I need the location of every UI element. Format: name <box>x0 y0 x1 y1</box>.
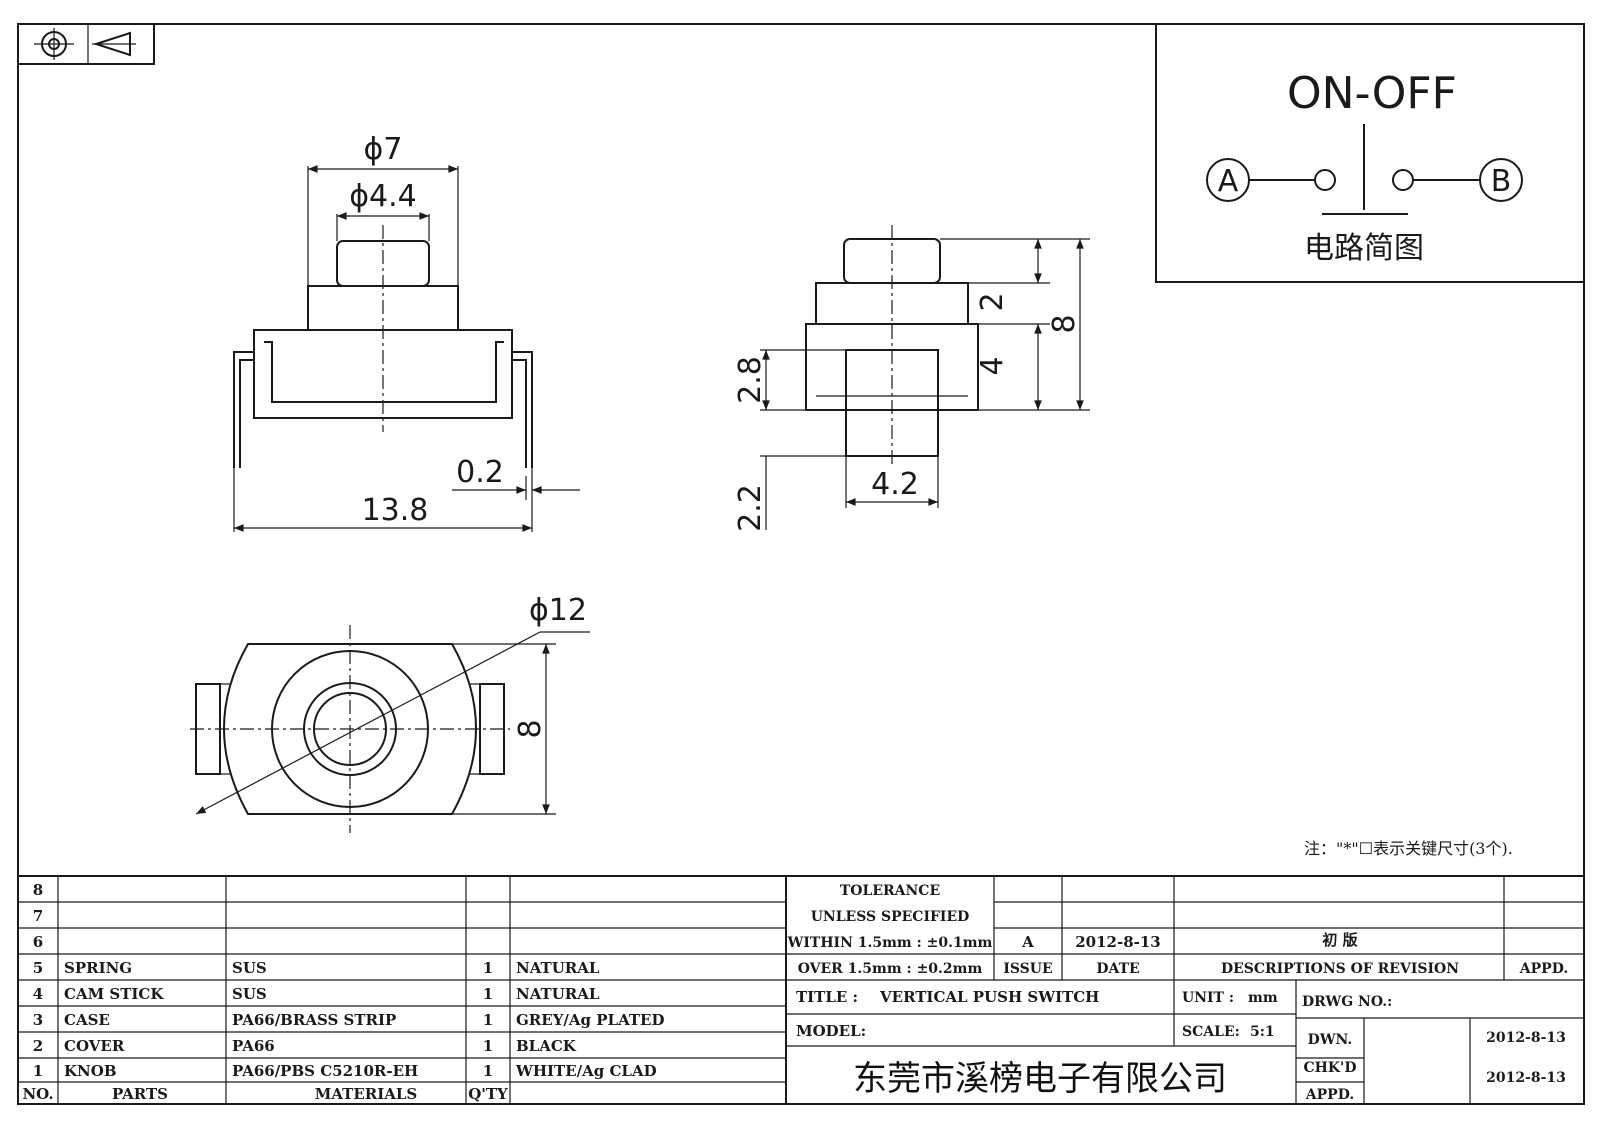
dim-pin-thickness: 0.2 <box>456 455 504 490</box>
revision-issue: A <box>1021 933 1034 951</box>
row-qty: 1 <box>483 1037 493 1055</box>
header-materials: MATERIALS <box>315 1085 418 1103</box>
row-no: 7 <box>33 907 43 925</box>
drwg-label: DRWG NO.: <box>1302 994 1392 1010</box>
unit-value: mm <box>1248 990 1278 1006</box>
scale-value: 5:1 <box>1250 1024 1275 1040</box>
header-qty: Q'TY <box>468 1085 508 1103</box>
tolerance-block: TOLERANCE UNLESS SPECIFIED WITHIN 1.5mm … <box>787 883 993 977</box>
terminal-b-circle <box>1479 158 1523 202</box>
dim-total: 8 <box>1047 314 1082 333</box>
row-finish: WHITE/Ag CLAD <box>515 1062 657 1080</box>
terminal-b-label: B <box>1491 164 1512 199</box>
unit-label: UNIT : <box>1182 990 1234 1006</box>
row-material: SUS <box>232 985 267 1003</box>
row-finish: BLACK <box>516 1037 577 1055</box>
header-appd: APPD. <box>1519 961 1568 977</box>
header-issue: ISSUE <box>1003 961 1052 977</box>
dim-outer-dia: ϕ7 <box>364 132 403 167</box>
header-parts: PARTS <box>112 1085 168 1103</box>
dim-inner-dia: ϕ4.4 <box>349 179 417 214</box>
tolerance-line1: TOLERANCE <box>840 883 940 899</box>
revision-description: 初 版 <box>1322 931 1357 949</box>
row-part: SPRING <box>64 959 132 977</box>
row-finish: NATURAL <box>516 985 600 1003</box>
circuit-schematic: ON-OFF A B 电路简图 <box>1155 23 1585 283</box>
dim-stem: 2.8 <box>733 356 768 404</box>
row-no: 6 <box>33 933 43 951</box>
row-no: 5 <box>33 959 43 977</box>
row-qty: 1 <box>483 959 493 977</box>
sheet-border <box>17 23 1585 1105</box>
terminal-a-label: A <box>1218 164 1239 199</box>
dwn-label: DWN. <box>1308 1032 1353 1048</box>
tolerance-line4: OVER 1.5mm : ±0.2mm <box>798 961 983 977</box>
schematic-caption: 电路简图 <box>1304 231 1424 266</box>
row-material: SUS <box>232 959 267 977</box>
row-material: PA66/PBS C5210R-EH <box>232 1062 418 1080</box>
parts-table: 8 7 6 5 SPRING SUS 1 NATURAL 4 CAM STICK… <box>22 881 664 1103</box>
row-no: 4 <box>33 985 43 1003</box>
model-label: MODEL: <box>796 1022 866 1040</box>
appd-label: APPD. <box>1305 1087 1354 1103</box>
dwn-date: 2012-8-13 <box>1486 1030 1566 1046</box>
row-part: COVER <box>64 1037 125 1055</box>
row-no: 1 <box>33 1062 43 1080</box>
schematic-title: ON-OFF <box>1287 68 1457 119</box>
tolerance-line2: UNLESS SPECIFIED <box>811 909 970 925</box>
row-finish: NATURAL <box>516 959 600 977</box>
row-material: PA66 <box>232 1037 275 1055</box>
top-view: ϕ12 8 <box>190 593 590 833</box>
header-no: NO. <box>22 1085 53 1103</box>
row-qty: 1 <box>483 985 493 1003</box>
company-name: 东莞市溪榜电子有限公司 <box>853 1059 1227 1099</box>
row-qty: 1 <box>483 1062 493 1080</box>
title-label: TITLE : <box>796 988 858 1006</box>
dim-pin: 2.2 <box>733 484 768 532</box>
title-block-text: TITLE : VERTICAL PUSH SWITCH UNIT : mm D… <box>796 988 1566 1103</box>
key-dimension-note: 注："*"☐表示关键尺寸(3个). <box>1304 839 1513 858</box>
title-block <box>18 875 1584 1104</box>
revision-date: 2012-8-13 <box>1075 933 1161 951</box>
header-descriptions: DESCRIPTIONS OF REVISION <box>1221 961 1459 977</box>
dim-stem-width: 4.2 <box>871 467 919 502</box>
side-view: 2 4 8 2.8 2.2 4.2 <box>733 225 1090 532</box>
row-part: CASE <box>64 1011 110 1029</box>
row-part: CAM STICK <box>64 985 164 1003</box>
projection-symbol-icon <box>17 23 155 65</box>
revision-block: A 2012-8-13 初 版 ISSUE DATE DESCRIPTIONS … <box>1003 931 1568 977</box>
title-value: VERTICAL PUSH SWITCH <box>879 988 1099 1006</box>
row-no: 2 <box>33 1037 43 1055</box>
dim-body: 4 <box>975 356 1010 375</box>
dim-cap: 2 <box>975 292 1010 311</box>
row-material: PA66/BRASS STRIP <box>232 1011 396 1029</box>
row-qty: 1 <box>483 1011 493 1029</box>
chkd-date: 2012-8-13 <box>1486 1070 1566 1086</box>
chkd-label: CHK'D <box>1304 1060 1357 1076</box>
row-finish: GREY/Ag PLATED <box>516 1011 665 1029</box>
dim-top-height: 8 <box>513 719 548 738</box>
dim-width: 13.8 <box>362 493 429 528</box>
dim-top-dia: ϕ12 <box>529 593 587 628</box>
row-no: 8 <box>33 881 43 899</box>
row-no: 3 <box>33 1011 43 1029</box>
scale-label: SCALE: <box>1182 1024 1240 1040</box>
header-date: DATE <box>1096 961 1139 977</box>
front-view: ϕ7 ϕ4.4 13.8 0.2 <box>233 132 580 532</box>
tolerance-line3: WITHIN 1.5mm : ±0.1mm <box>787 935 993 951</box>
row-part: KNOB <box>64 1062 117 1080</box>
